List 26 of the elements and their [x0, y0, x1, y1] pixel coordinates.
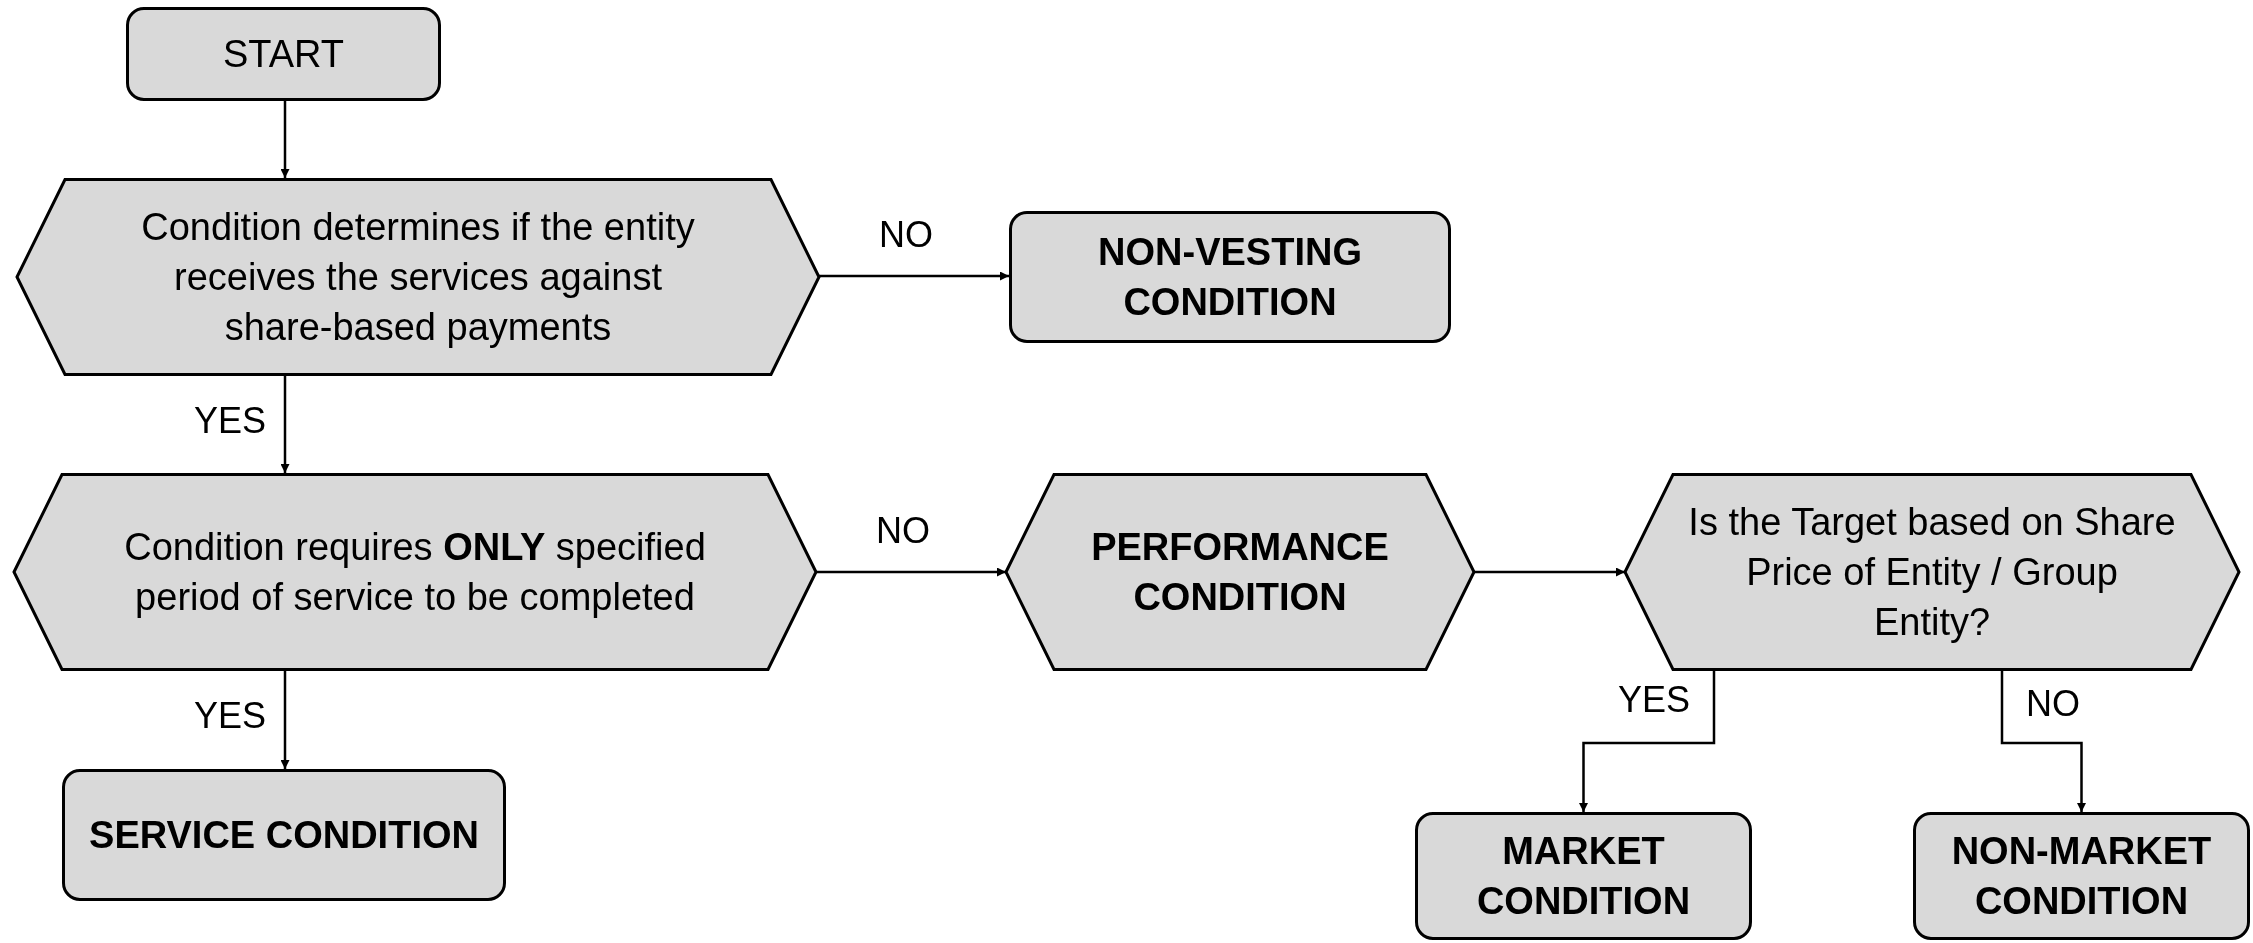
- node-text: Condition requires ONLY specified period of service to be completed: [123, 524, 707, 620]
- hexagon-box: [17, 178, 819, 376]
- arrow: [280, 671, 290, 769]
- start-box: [126, 7, 441, 101]
- arrow: [1474, 567, 1625, 577]
- node-text: START: [221, 31, 346, 77]
- process-box: [1415, 812, 1752, 940]
- arrow: [1579, 671, 1716, 812]
- process-box: [62, 769, 506, 901]
- node-text: Is the Target based on Share Price of Entity / Group Entity?: [1687, 499, 2177, 646]
- process-box: [1913, 812, 2250, 940]
- arrow: [280, 101, 290, 178]
- arrow: [280, 376, 290, 473]
- process-box: [1009, 211, 1451, 343]
- node-text: SERVICE CONDITION: [88, 812, 480, 858]
- hexagon-box: [14, 473, 816, 671]
- node-text: NON-VESTING CONDITION: [1097, 229, 1363, 325]
- node-text: Condition determines if the entity receives the services against share-based payments: [140, 204, 696, 351]
- hexagon-box: [1006, 473, 1474, 671]
- node-text: NON-MARKET CONDITION: [1950, 828, 2213, 924]
- hexagon-box: [1625, 473, 2239, 671]
- node-text: MARKET CONDITION: [1475, 828, 1692, 924]
- node-text: PERFORMANCE CONDITION: [1090, 524, 1390, 620]
- arrow: [816, 567, 1006, 577]
- arrow: [819, 271, 1009, 281]
- arrow: [2000, 671, 2086, 812]
